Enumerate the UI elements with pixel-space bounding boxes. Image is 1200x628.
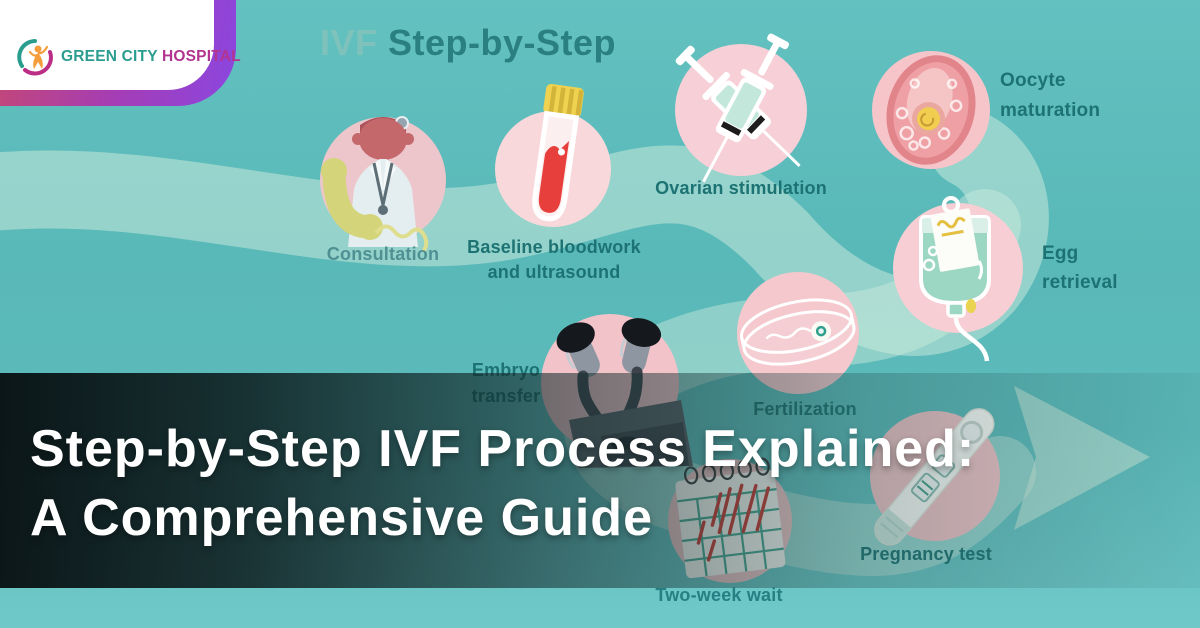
- syringes-icon: [675, 33, 801, 183]
- infographic-title-prefix: IVF: [320, 22, 378, 63]
- step-oocyte-maturation: [872, 51, 990, 169]
- petri-dish-icon: [740, 298, 856, 366]
- phone-handset-icon: [321, 158, 429, 254]
- brand-name: GREEN CITY HOSPITAL: [61, 48, 241, 66]
- step-consultation: [320, 116, 446, 254]
- doctor-phone-icon: [321, 116, 429, 254]
- oocyte-icon: [886, 55, 976, 165]
- infographic-title: IVF Step-by-Step: [320, 22, 616, 64]
- headline-line1: Step-by-Step IVF Process Explained:: [30, 420, 976, 478]
- label-two-week-wait: Two-week wait: [655, 585, 783, 605]
- label-oocyte-line1: Oocyte: [1000, 70, 1066, 91]
- label-egg-retrieval-line1: Egg: [1042, 243, 1079, 264]
- blood-tube-icon: [532, 83, 584, 222]
- brand-name-magenta: HOSPITAL: [161, 48, 241, 65]
- headline: Step-by-Step IVF Process Explained: A Co…: [30, 415, 975, 553]
- logo-lockup: GREEN CITY HOSPITAL: [16, 38, 241, 76]
- step-egg-retrieval: [893, 196, 1023, 362]
- brand-name-green: GREEN CITY: [61, 48, 158, 65]
- label-baseline-line1: Baseline bloodwork: [467, 237, 641, 257]
- label-consultation: Consultation: [326, 244, 440, 264]
- label-baseline-line2: and ultrasound: [487, 262, 621, 282]
- label-egg-retrieval-line2: retrieval: [1042, 272, 1118, 293]
- step-ovarian-stimulation: [675, 33, 807, 183]
- label-ovarian-stimulation: Ovarian stimulation: [655, 178, 827, 198]
- infographic-title-rest: Step-by-Step: [388, 22, 617, 63]
- label-oocyte-line2: maturation: [1000, 100, 1101, 121]
- hospital-logo-icon: [17, 39, 53, 76]
- iv-bag-icon: [919, 196, 991, 362]
- step-baseline-bloodwork: [495, 83, 611, 227]
- headline-line2: A Comprehensive Guide: [30, 489, 653, 547]
- headline-overlay-band: [0, 373, 1200, 588]
